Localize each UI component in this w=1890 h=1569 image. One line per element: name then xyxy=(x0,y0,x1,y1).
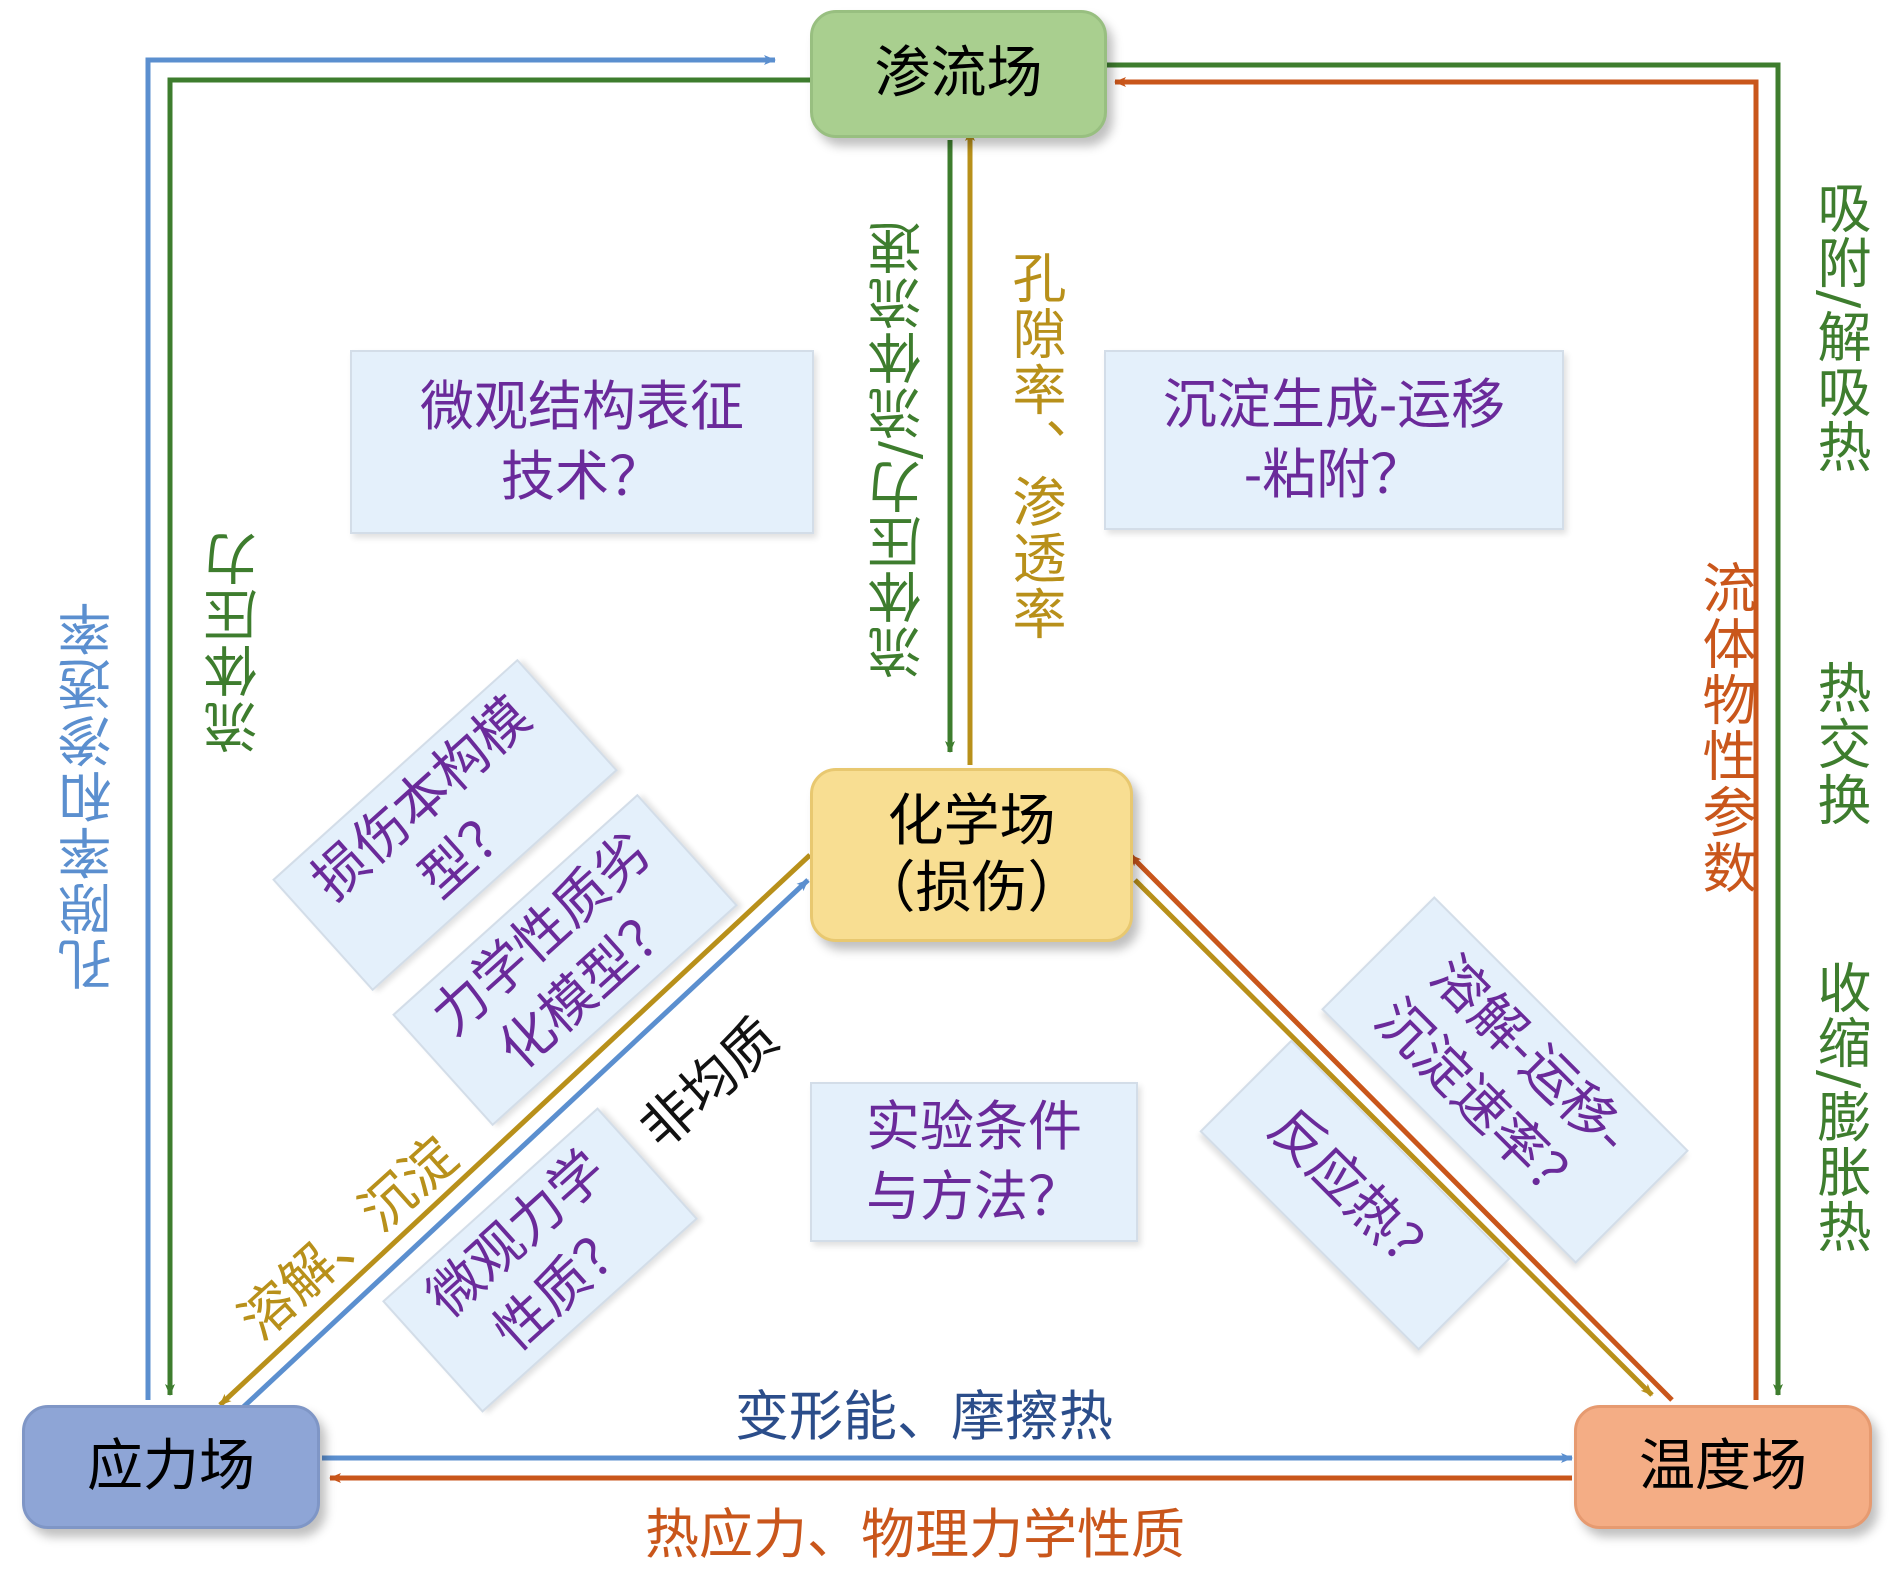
question-precipitation-line-1: 沉淀生成-运移 xyxy=(1162,372,1506,436)
arrow-temperature-to-chemical xyxy=(1128,853,1674,1402)
question-precipitation: 沉淀生成-运移 -粘附？ xyxy=(1104,350,1564,530)
node-temperature: 温度场 xyxy=(1574,1405,1872,1529)
node-seepage: 渗流场 xyxy=(810,10,1107,138)
arrow-seepage-to-stress-pressure xyxy=(165,77,810,1396)
node-stress-label: 应力场 xyxy=(87,1434,255,1500)
question-precipitation-line-2: -粘附？ xyxy=(1243,443,1425,506)
arrow-stress-to-chemical xyxy=(236,878,810,1414)
arrow-temperature-to-seepage xyxy=(1114,77,1759,1400)
node-stress: 应力场 xyxy=(22,1405,320,1529)
arrow-stress-to-seepage-porosity xyxy=(145,55,776,1400)
node-seepage-label: 渗流场 xyxy=(874,41,1043,107)
question-experiment-line-1: 实验条件 xyxy=(866,1094,1082,1158)
label-shrink-expand: 收缩/膨胀热 xyxy=(1808,960,1871,1255)
arrow-chemical-to-stress xyxy=(218,853,812,1407)
label-thermal-stress: 热应力、物理力学性质 xyxy=(645,1503,1185,1566)
question-micro-structure: 微观结构表征 技术？ xyxy=(350,350,814,534)
question-micro-structure-line-2: 技术？ xyxy=(501,445,663,508)
label-porosity-permeability-left: 孔隙率和渗透率 xyxy=(58,600,121,992)
label-deformation-friction: 变形能、摩擦热 xyxy=(735,1385,1113,1448)
question-experiment: 实验条件 与方法？ xyxy=(810,1082,1138,1242)
node-chemical-label-1: 化学场 xyxy=(887,788,1056,854)
question-experiment-line-2: 与方法？ xyxy=(866,1165,1082,1228)
label-porosity-permeability-center: 孔隙率、渗透率 xyxy=(1003,250,1066,642)
question-micro-structure-line-1: 微观结构表征 xyxy=(420,374,744,438)
node-chemical: 化学场 （损伤） xyxy=(810,768,1133,942)
label-fluid-pressure-velocity: 流体压力/流体流速 xyxy=(868,220,931,680)
label-heat-exchange: 热交换 xyxy=(1808,660,1871,828)
node-temperature-label: 温度场 xyxy=(1639,1434,1807,1500)
label-adsorption: 吸附/解吸热 xyxy=(1808,180,1871,475)
label-fluid-properties: 流体物性参数 xyxy=(1693,560,1756,896)
arrow-seepage-to-temperature xyxy=(1105,62,1783,1396)
arrow-chemical-to-temperature xyxy=(1133,878,1654,1397)
label-fluid-pressure-left: 流体压力 xyxy=(204,530,267,754)
node-chemical-label-2: （损伤） xyxy=(859,856,1084,921)
